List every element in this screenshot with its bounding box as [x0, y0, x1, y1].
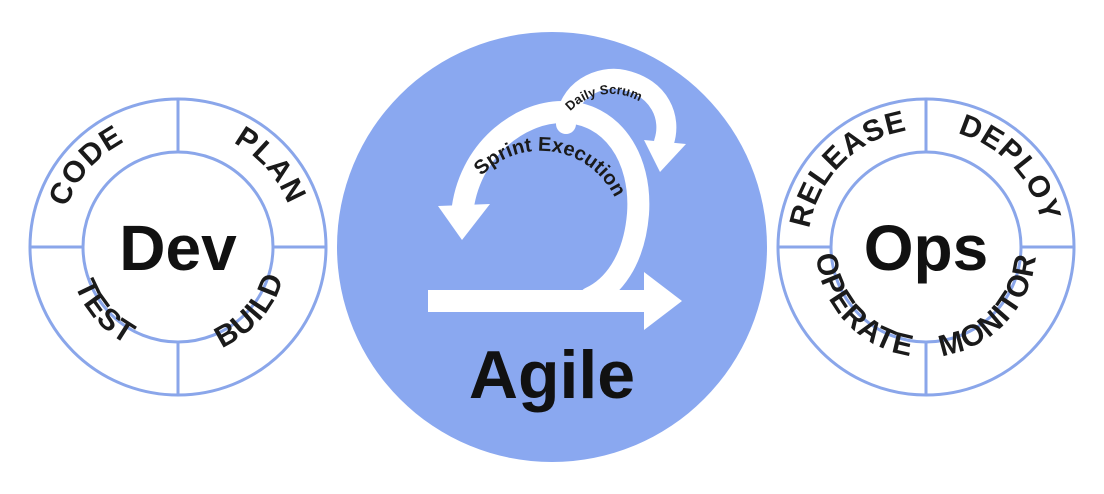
ops-ring-dividers: [778, 99, 1074, 395]
agile-circle-group: Sprint Execution Daily Scrum Agile: [337, 32, 767, 462]
daily-loop-arrowhead-icon: [644, 140, 686, 172]
straight-arrow-shaft: [428, 290, 648, 312]
agile-title: Agile: [469, 337, 635, 413]
daily-loop-arrow: [556, 68, 677, 152]
sprint-loop-arrow: [451, 100, 650, 309]
ops-ring: RELEASE DEPLOY OPERATE MONITOR Ops: [776, 97, 1076, 397]
straight-arrowhead-icon: [644, 272, 682, 330]
ops-center-label: Ops: [864, 212, 988, 284]
dev-ring-dividers: [30, 99, 326, 395]
dev-center-label: Dev: [119, 212, 237, 284]
sprint-loop-arrowhead-icon: [438, 204, 490, 240]
dev-ring: CODE PLAN TEST BUILD Dev: [28, 97, 328, 397]
